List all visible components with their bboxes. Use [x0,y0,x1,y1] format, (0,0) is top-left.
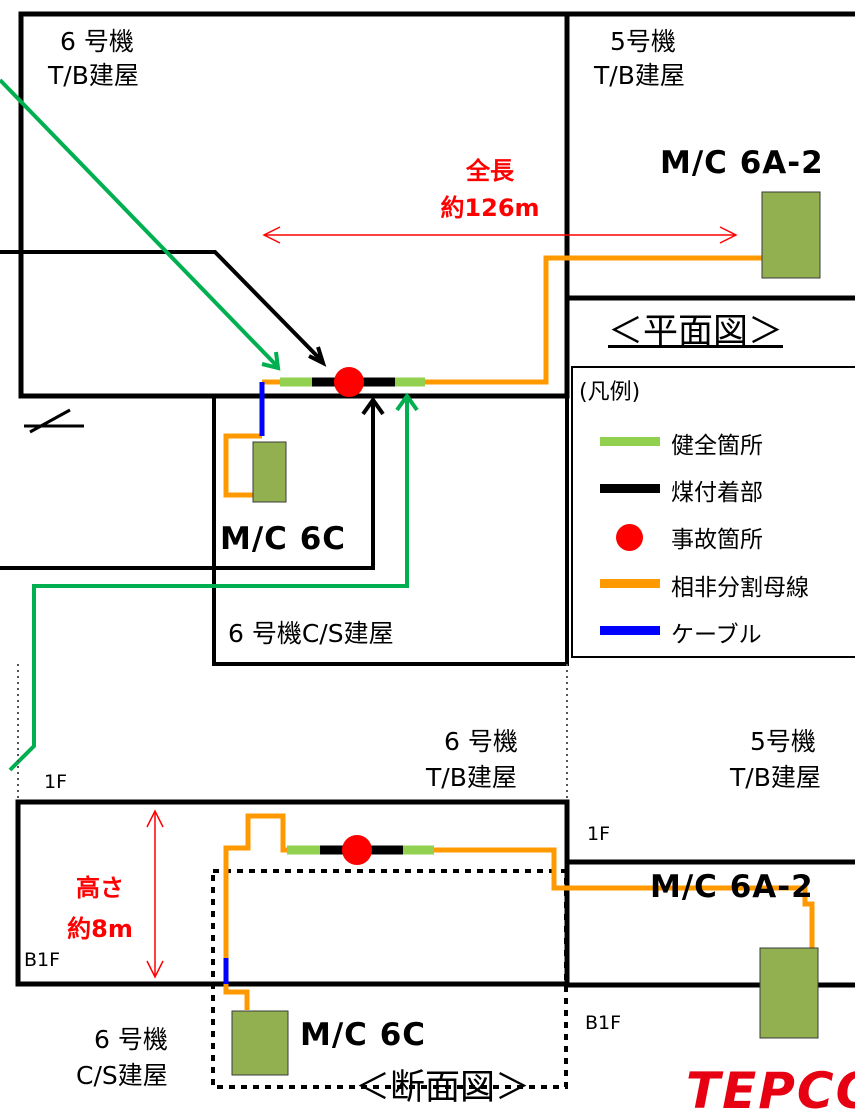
section-fault-point [342,835,372,865]
floor-b1f-left: B1F [24,949,61,971]
plan-mc-6a2-label: M/C 6A-2 [660,145,824,181]
plan-bus-route [408,255,762,385]
length-label-1: 全長 [466,157,514,185]
floor-1f-left: 1F [44,771,68,793]
legend-label: ケーブル [671,622,762,648]
plan-unit6-cs-label: 6 号機C/S建屋 [228,619,394,648]
section-unit6-label-2: 6 号機 [94,1025,168,1054]
plan-unit5-tb-label: T/B建屋 [594,61,685,90]
section-bus-to-6c [223,984,250,1010]
floor-b1f-right: B1F [585,1012,622,1034]
plan-mc-6a2-box [761,191,821,279]
section-mc-6c-label: M/C 6C [300,1017,427,1053]
unit6-cs-building-plan [212,396,569,666]
section-bus-left [223,813,287,958]
section-unit5-tb-label: T/B建屋 [730,763,821,792]
legend-item-bus: 相非分割母線 [573,566,855,606]
legend-label: 相非分割母線 [671,575,809,601]
mark-4 [24,408,84,434]
legend-item-cable: ケーブル [573,613,855,653]
legend-healthy-swatch [600,437,660,446]
unit5-tb-building-plan [567,11,855,301]
plan-mc-6c-box [252,441,287,503]
legend-title: (凡例) [579,380,641,405]
section-unit6-cs-label: C/S建屋 [76,1061,168,1090]
legend-item-soot: 煤付着部 [573,471,855,511]
legend-item-fault: 事故箇所 [573,518,855,558]
height-dimension-arrow [146,809,164,979]
green-pointer-loop [8,398,409,772]
section-mc-6a2-box [759,947,819,1039]
legend-bus-swatch [600,579,660,588]
section-mc-6a2-label: M/C 6A-2 [650,869,814,905]
section-mc-6c-box [231,1010,289,1076]
tepco-logo: TEPCO [686,1062,855,1120]
legend-fault-dot [616,524,643,551]
black-pointer-top [0,250,323,362]
section-unit6-label: 6 号機 [444,727,518,756]
length-dimension-arrow [262,226,738,244]
height-label-2: 約8m [67,915,133,943]
unit6-tb-building-plan [18,11,570,399]
cs-building-dotted [211,869,568,1089]
plan-bus-to-6c [223,433,262,498]
legend-label: 健全箇所 [671,433,763,459]
legend-soot-swatch [600,484,660,493]
legend-cable-swatch [600,626,660,635]
section-view-title: ＜断面図＞ [355,1068,531,1108]
plan-unit6-label: 6 号機 [60,27,134,56]
floor-1f-right: 1F [587,823,611,845]
legend: (凡例) 健全箇所 煤付着部 事故箇所 相非分割母線 ケーブル [571,366,855,658]
legend-label: 事故箇所 [671,527,763,553]
section-unit5-label: 5号機 [750,727,816,756]
section-bus-route [434,847,815,960]
legend-label: 煤付着部 [671,480,763,506]
black-pointer-bottom [0,402,375,570]
height-label-1: 高さ [76,874,124,902]
plan-mc-6c-label: M/C 6C [220,521,347,557]
plan-unit5-label: 5号機 [610,27,676,56]
section-unit6-tb-label: T/B建屋 [426,763,517,792]
plan-view-title: ＜平面図＞ [608,312,784,352]
length-label-2: 約126m [440,194,540,222]
plan-unit6-tb-label: T/B建屋 [48,61,139,90]
plan-fault-point [334,367,364,397]
green-pointer-diagonal [0,78,278,367]
legend-item-healthy: 健全箇所 [573,424,855,464]
